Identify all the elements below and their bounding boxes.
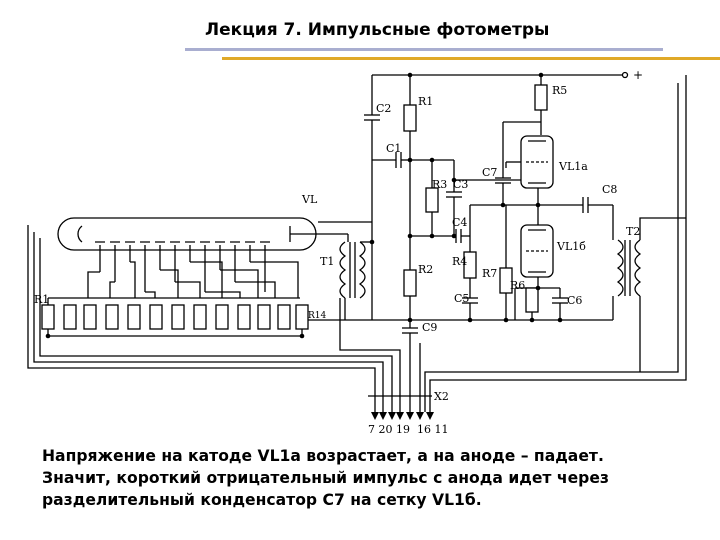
accent-rule <box>222 57 720 60</box>
caption-line-1: Напряжение на катоде VL1а возрастает, а … <box>42 447 604 465</box>
slide-caption: Напряжение на катоде VL1а возрастает, а … <box>42 445 702 511</box>
label-r7: R7 <box>482 267 497 280</box>
label-r5: R5 <box>552 84 567 97</box>
plus-label: + <box>633 68 643 82</box>
label-c3: C3 <box>453 178 468 191</box>
label-vl1b: VL1б <box>556 240 586 253</box>
slide-title: Лекция 7. Импульсные фотометры <box>205 20 550 40</box>
label-t2: T2 <box>626 225 640 238</box>
label-r1-divider: R1 <box>34 293 49 306</box>
connector-pin-numbers: 7 20 19 16 11 <box>368 423 448 436</box>
label-r3: R3 <box>432 178 447 191</box>
label-c7: C7 <box>482 166 497 179</box>
label-vl1a: VL1а <box>558 160 588 173</box>
label-r6: R6 <box>510 279 525 292</box>
label-c2: C2 <box>376 102 391 115</box>
label-x2: X2 <box>434 390 449 403</box>
label-c8: C8 <box>602 183 617 196</box>
caption-line-2: Значит, короткий отрицательный импульс с… <box>42 469 609 487</box>
label-r2: R2 <box>418 263 433 276</box>
label-r14: R14 <box>308 311 327 321</box>
label-c1: C1 <box>386 142 401 155</box>
label-c4: C4 <box>452 216 467 229</box>
caption-line-3: разделительный конденсатор С7 на сетку V… <box>42 491 482 509</box>
photomultiplier-schematic: + R5 R1 C2 C1 C7 VL1а R3 C3 C8 VL C4 T2 … <box>27 68 687 436</box>
label-c5: C5 <box>454 292 469 305</box>
label-c6: C6 <box>567 294 582 307</box>
title-underline <box>185 48 663 51</box>
label-r1-top: R1 <box>418 95 433 108</box>
label-r4: R4 <box>452 255 467 268</box>
label-c9: C9 <box>422 321 437 334</box>
label-vl: VL <box>301 193 318 206</box>
label-t1: T1 <box>320 255 334 268</box>
